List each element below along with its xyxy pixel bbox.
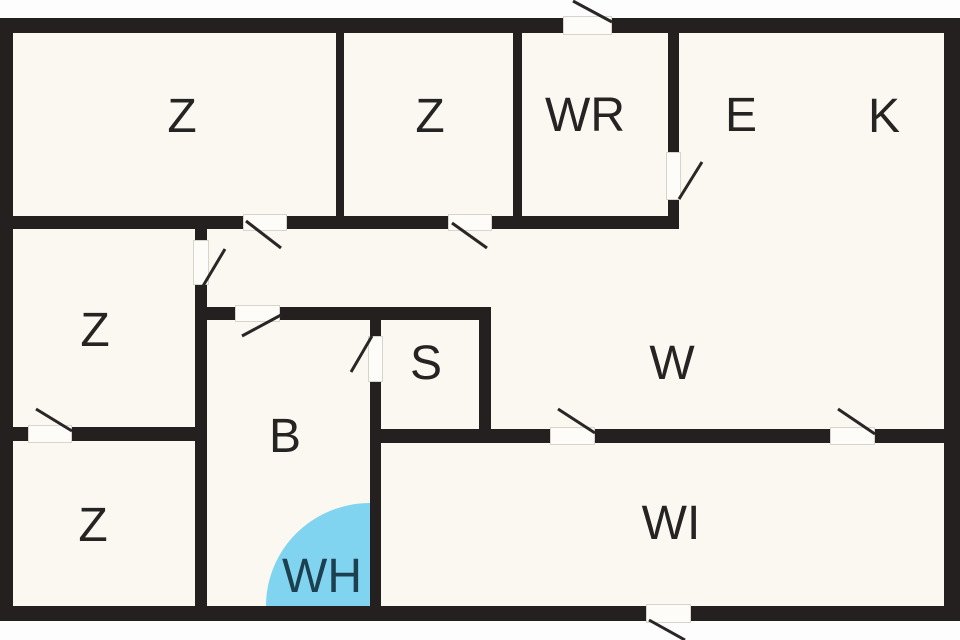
room-label-s: S <box>409 337 443 390</box>
room-label-wr: WR <box>545 89 625 142</box>
wall-outer-bottom <box>0 606 960 621</box>
room-label-z1: Z <box>167 90 197 143</box>
wall-wr-right <box>668 33 679 217</box>
door-opening-z2 <box>448 214 492 231</box>
wall-divider-z2-wr <box>513 33 522 217</box>
wall-b-s-divider <box>370 307 381 606</box>
wall-top-rooms-bottom <box>0 216 679 229</box>
room-label-w: W <box>649 337 695 390</box>
wall-divider-z1-z2 <box>336 33 344 217</box>
wall-w-wi-divider <box>370 429 944 443</box>
wall-outer-left <box>0 18 13 620</box>
room-label-b: B <box>268 410 302 463</box>
door-opening-wr-entrance <box>563 16 612 35</box>
door-opening-wr-side <box>666 152 681 200</box>
room-label-e: E <box>724 89 758 142</box>
door-opening-b <box>235 305 280 322</box>
room-label-wh: WH <box>282 550 362 603</box>
wall-s-right <box>479 307 491 443</box>
room-label-z-bottom: Z <box>78 499 108 552</box>
room-label-z-middle: Z <box>80 304 110 357</box>
room-label-wi: WI <box>641 497 701 550</box>
room-label-z2: Z <box>415 90 445 143</box>
door-opening-wi-bottom <box>646 604 691 623</box>
door-opening-wi-right <box>830 427 875 445</box>
room-label-k: K <box>867 90 901 143</box>
wall-corridor-vertical <box>195 228 207 606</box>
door-swing-wi-bottom <box>648 618 686 640</box>
door-opening-z-bottom <box>28 425 72 443</box>
wall-outer-top <box>0 18 960 33</box>
wall-outer-right <box>944 18 960 621</box>
door-opening-s <box>368 336 383 382</box>
door-opening-z-middle <box>193 240 209 285</box>
door-opening-wi-left <box>550 427 595 445</box>
door-opening-z1 <box>243 214 287 231</box>
